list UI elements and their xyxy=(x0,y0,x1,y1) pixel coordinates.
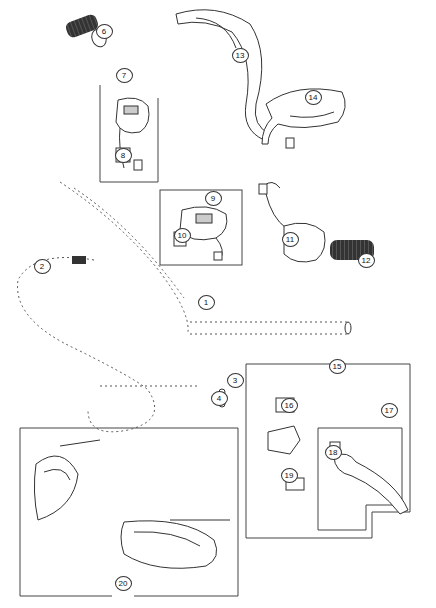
group-frame xyxy=(246,364,410,538)
callout-number: 8 xyxy=(115,148,132,163)
switch-housing xyxy=(174,207,227,260)
brake-master-cylinder xyxy=(268,398,408,514)
callout-number: 13 xyxy=(232,48,249,63)
callout-number: 9 xyxy=(205,191,222,206)
callout-number: 7 xyxy=(116,68,133,83)
callout-number: 17 xyxy=(381,403,398,418)
callout-number: 16 xyxy=(281,398,298,413)
callout-number: 3 xyxy=(227,373,244,388)
callout-number: 4 xyxy=(211,391,228,406)
callout-number: 20 xyxy=(115,576,132,591)
hand-guard xyxy=(176,10,270,140)
callout-number: 14 xyxy=(305,90,322,105)
group-frame xyxy=(100,85,158,182)
callout-number: 6 xyxy=(96,24,113,39)
throttle-housing xyxy=(259,182,374,262)
cable-end xyxy=(72,256,86,264)
hand-guard xyxy=(262,89,345,148)
callout-number: 15 xyxy=(329,359,346,374)
callout-number: 10 xyxy=(174,228,191,243)
bar-end xyxy=(345,322,351,334)
callout-number: 12 xyxy=(358,253,375,268)
callout-number: 1 xyxy=(198,295,215,310)
callout-number: 11 xyxy=(282,232,299,247)
callout-number: 2 xyxy=(34,259,51,274)
cable xyxy=(18,182,351,432)
group-frame xyxy=(160,190,242,265)
hand-guard-kit xyxy=(34,440,230,568)
group-frame xyxy=(20,428,238,596)
callout-number: 19 xyxy=(281,468,298,483)
callout-number: 18 xyxy=(325,445,342,460)
